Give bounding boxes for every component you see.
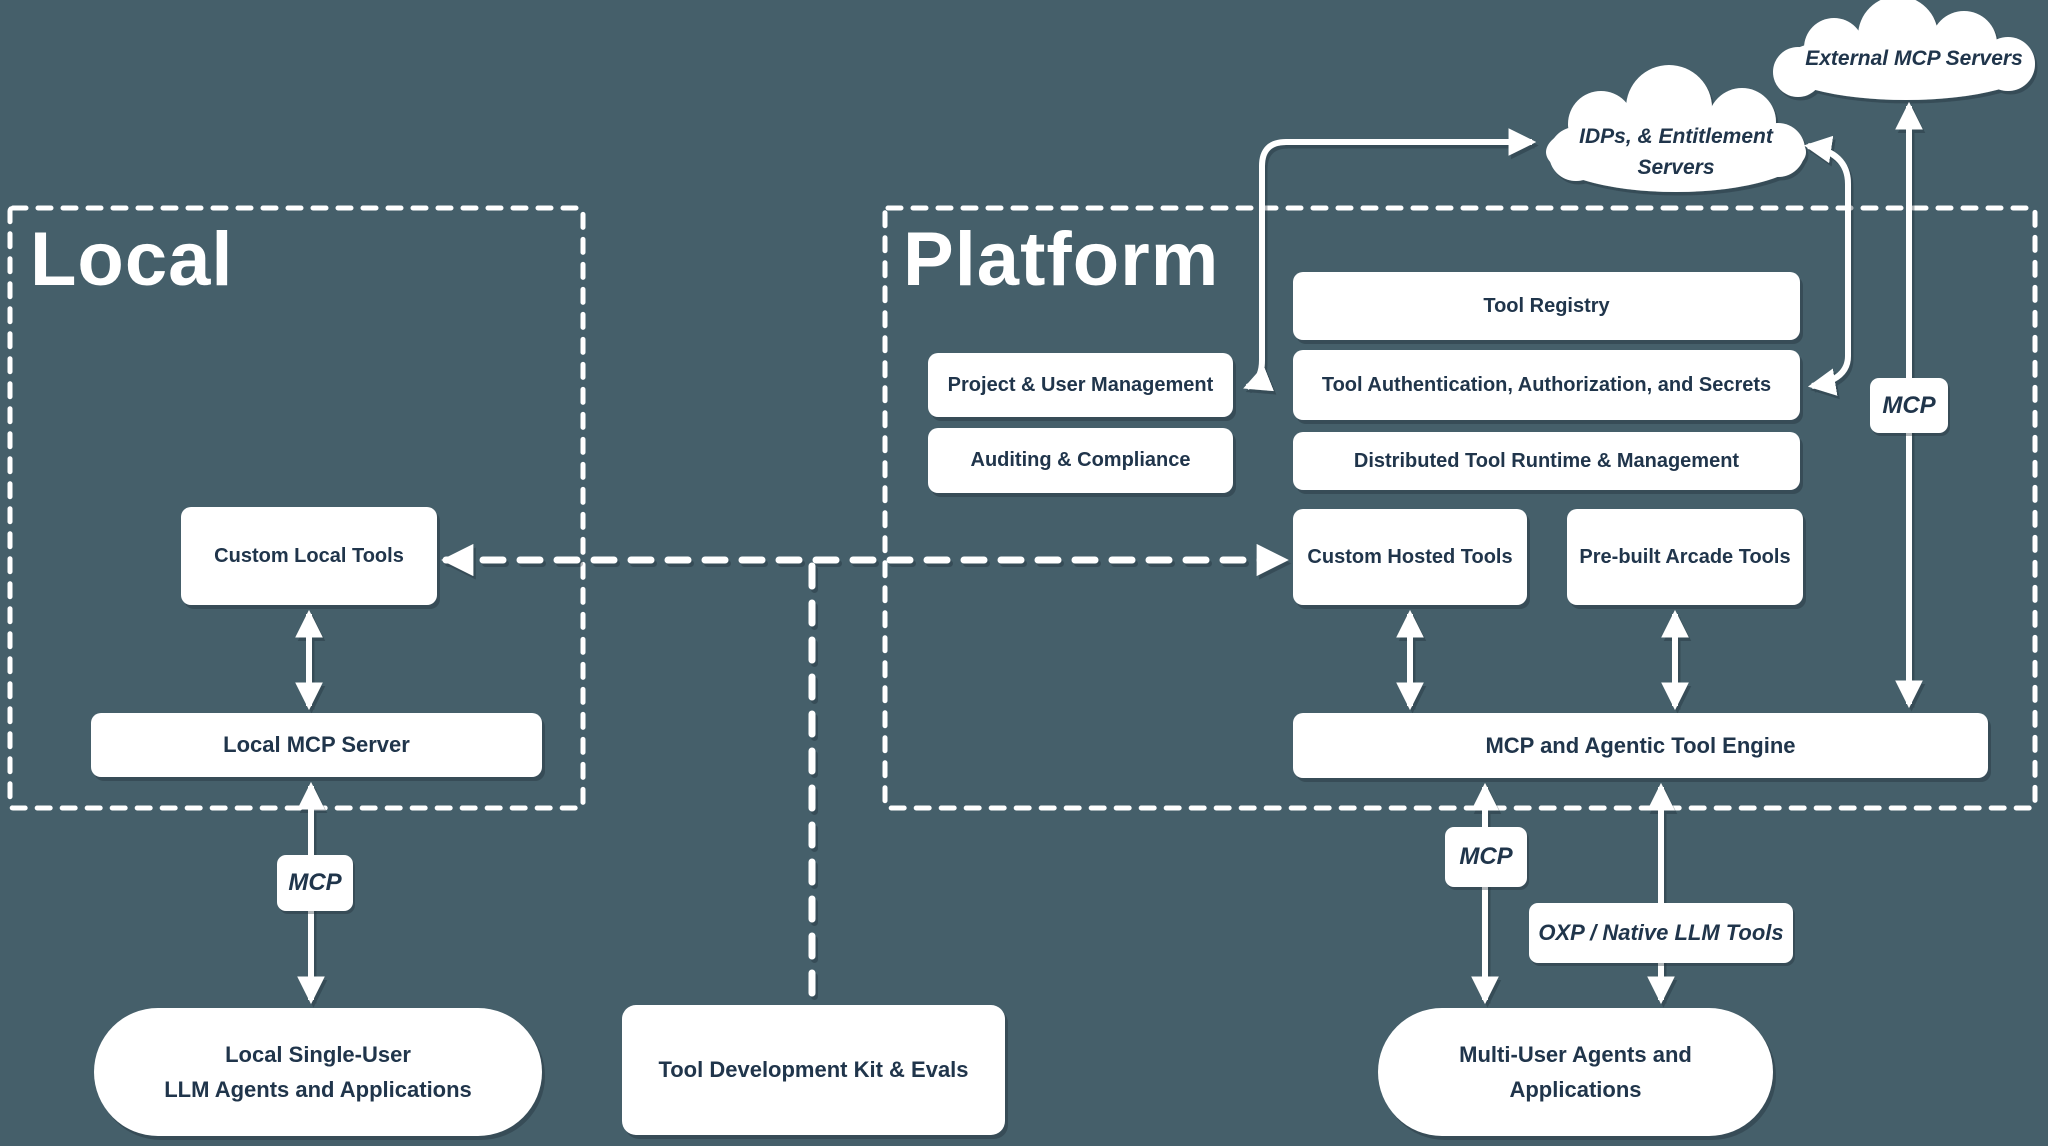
node-project-user-management: Project & User Management: [928, 353, 1233, 417]
node-tool-authentication: Tool Authentication, Authorization, and …: [1293, 350, 1800, 420]
idps-entitlement-cloud: [1546, 65, 1806, 192]
node-local-mcp-server: Local MCP Server: [91, 713, 542, 777]
mcp-protocol-label-local: MCP: [277, 855, 353, 911]
external-mcp-servers-label: External MCP Servers: [1805, 47, 2023, 71]
node-local-single-user-agents: Local Single-User LLM Agents and Applica…: [94, 1008, 542, 1136]
idps-entitlement-label: IDPs, & Entitlement Servers: [1579, 124, 1773, 180]
node-distributed-tool-runtime: Distributed Tool Runtime & Management: [1293, 432, 1800, 490]
node-multi-user-agents: Multi-User Agents and Applications: [1378, 1008, 1773, 1136]
node-custom-local-tools: Custom Local Tools: [181, 507, 437, 605]
mcp-protocol-label-bottom: MCP: [1445, 827, 1527, 887]
local-region-title: Local: [30, 217, 234, 302]
node-tool-registry: Tool Registry: [1293, 272, 1800, 340]
mcp-protocol-label-right: MCP: [1870, 378, 1948, 433]
node-custom-hosted-tools: Custom Hosted Tools: [1293, 509, 1527, 605]
platform-region-title: Platform: [903, 217, 1220, 302]
external-mcp-servers-cloud: [1773, 0, 2035, 100]
node-prebuilt-arcade-tools: Pre-built Arcade Tools: [1567, 509, 1803, 605]
node-auditing-compliance: Auditing & Compliance: [928, 428, 1233, 493]
node-tool-development-kit: Tool Development Kit & Evals: [622, 1005, 1005, 1135]
connector-project-to-idps: [1243, 128, 1537, 392]
oxp-native-llm-tools-label: OXP / Native LLM Tools: [1529, 903, 1793, 963]
node-mcp-agentic-tool-engine: MCP and Agentic Tool Engine: [1293, 713, 1988, 778]
local-region-border: [7, 205, 586, 811]
connector-toolauth-to-idps: [1803, 135, 1851, 396]
